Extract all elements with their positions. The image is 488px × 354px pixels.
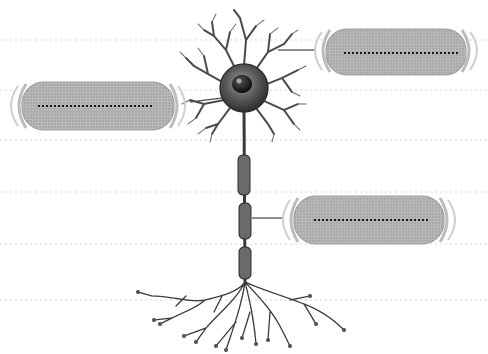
nucleus [232,75,252,93]
label-box-left[interactable] [11,82,185,130]
myelin-segment [239,203,251,239]
axon-terminals [138,282,344,350]
label-box-top-right[interactable] [315,29,477,75]
axon [238,110,251,284]
label-box-middle-right[interactable] [283,196,455,244]
myelin-segment [239,247,251,279]
cell-body [220,64,268,112]
myelin-segment [238,155,250,195]
